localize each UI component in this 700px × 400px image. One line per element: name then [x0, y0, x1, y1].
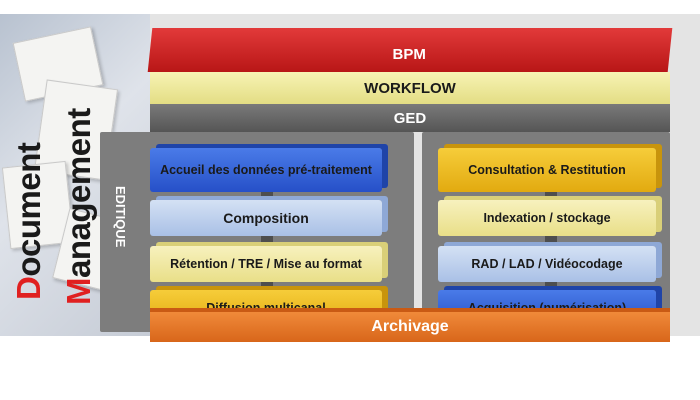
ged-label: GED	[393, 109, 427, 127]
box-consultation: Consultation & Restitution	[438, 148, 656, 192]
title-management: Management	[60, 108, 98, 305]
workflow-bar: WORKFLOW	[150, 72, 670, 104]
connector	[261, 236, 273, 246]
connector	[545, 282, 557, 292]
archivage-bar: Archivage	[150, 312, 670, 342]
editique-label: EDITIQUE	[113, 186, 128, 248]
connector	[261, 282, 273, 292]
archivage-label: Archivage	[371, 318, 449, 335]
box-composition: Composition	[150, 200, 382, 236]
ged-bar: GED	[150, 104, 670, 132]
workflow-label: WORKFLOW	[364, 79, 456, 97]
bpm-label: BPM	[392, 45, 427, 63]
box-accueil: Accueil des données pré-traitement	[150, 148, 382, 192]
title-document-initial: D	[10, 276, 47, 300]
title-management-rest: anagement	[60, 108, 97, 278]
bpm-bar: BPM	[147, 28, 673, 72]
box-indexation: Indexation / stockage	[438, 200, 656, 236]
title-management-initial: M	[60, 278, 97, 305]
connector	[261, 192, 273, 202]
connector	[545, 192, 557, 202]
title-document-rest: ocument	[10, 142, 47, 277]
title-document: Document	[10, 143, 48, 300]
box-retention: Rétention / TRE / Mise au format	[150, 246, 382, 282]
box-rad-lad: RAD / LAD / Vidéocodage	[438, 246, 656, 282]
connector	[545, 236, 557, 246]
